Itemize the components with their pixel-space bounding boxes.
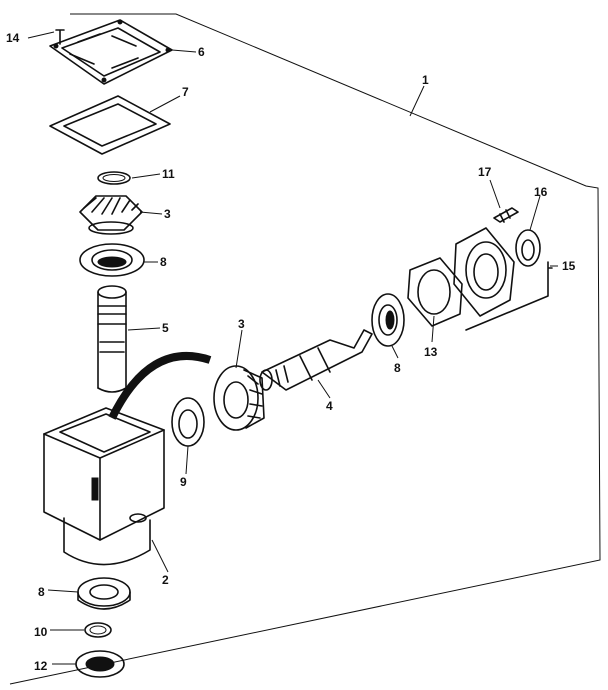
leader-lines <box>27 31 558 665</box>
callout-3-lower: 3 <box>238 317 245 331</box>
callout-17: 17 <box>478 165 492 179</box>
seal-16-part <box>515 229 541 267</box>
callout-7: 7 <box>182 85 189 99</box>
callout-5: 5 <box>162 321 169 335</box>
bearing-cap-part <box>453 227 553 331</box>
callout-10: 10 <box>34 625 48 639</box>
bevel-gear-lower-part <box>213 365 265 431</box>
cover-plate-part <box>49 19 173 85</box>
assembly-path <box>108 352 213 420</box>
bearing-upper-part <box>79 243 145 277</box>
callout-4: 4 <box>326 399 333 413</box>
callout-14: 14 <box>6 31 20 45</box>
callout-13: 13 <box>424 345 438 359</box>
callout-6: 6 <box>198 45 205 59</box>
screw-part <box>493 207 519 223</box>
input-shaft-part <box>259 329 373 391</box>
gearbox-housing-part <box>43 407 165 566</box>
callout-16: 16 <box>534 185 548 199</box>
bearing-middle-part <box>371 293 405 347</box>
callout-3-upper: 3 <box>164 207 171 221</box>
vertical-shaft-part <box>97 285 127 393</box>
gasket-part <box>49 95 171 155</box>
gasket-13-part <box>407 257 463 327</box>
seal-12-part <box>75 650 125 678</box>
callout-11: 11 <box>162 167 175 181</box>
retaining-ring-part <box>97 171 131 185</box>
callout-12: 12 <box>34 659 48 673</box>
callout-8-lower: 8 <box>38 585 45 599</box>
assembly-outline <box>9 13 601 685</box>
bevel-gear-upper-part <box>79 195 143 235</box>
callout-9: 9 <box>180 475 187 489</box>
callout-15: 15 <box>562 259 576 273</box>
callout-8-upper: 8 <box>160 255 167 269</box>
retaining-ring-10-part <box>84 622 112 638</box>
callout-8-middle: 8 <box>394 361 401 375</box>
bearing-9-part <box>171 397 205 447</box>
callout-labels: 14 6 7 11 3 8 5 1 17 16 15 3 8 13 4 9 2 … <box>6 31 576 673</box>
callout-1: 1 <box>422 73 429 87</box>
bearing-lower-part <box>77 577 131 610</box>
callout-2: 2 <box>162 573 169 587</box>
